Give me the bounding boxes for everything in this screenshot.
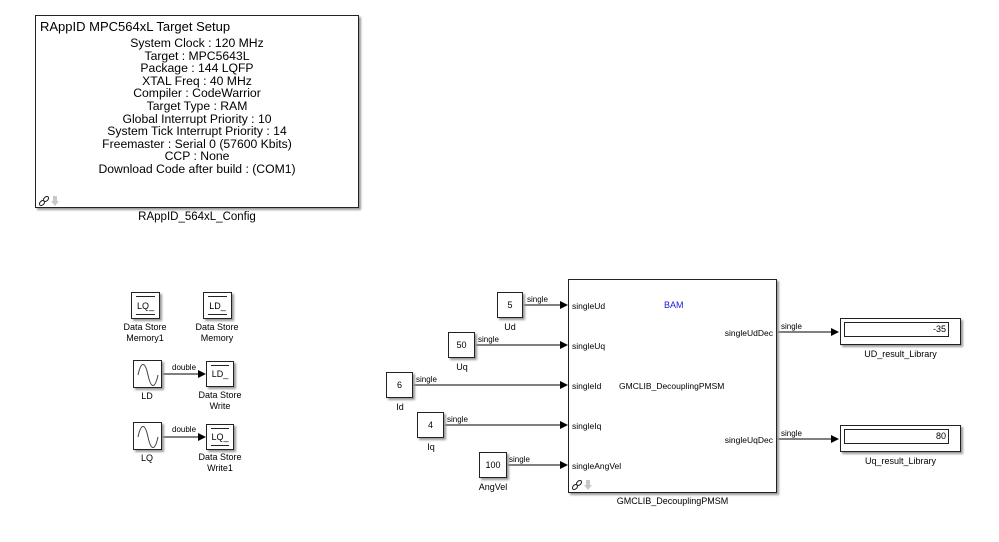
data-store-tag: LQ_ <box>211 432 229 442</box>
display-value: -35 <box>844 322 949 337</box>
input-port-label: singleId <box>572 381 602 391</box>
lq-source-block[interactable] <box>133 422 162 450</box>
label-line: Write <box>209 401 231 411</box>
angvel-signal-label: single <box>509 455 530 464</box>
uq-result-display[interactable]: 80 <box>840 425 961 452</box>
constant-uq-label: Uq <box>456 362 468 372</box>
sine-wave-icon <box>137 426 159 448</box>
config-block[interactable]: RAppID MPC564xL Target Setup System Cloc… <box>35 15 359 208</box>
data-store-tag: LD_ <box>209 300 226 311</box>
constant-uq-block[interactable]: 50 <box>448 332 475 358</box>
data-store-tag: LQ_ <box>136 300 154 311</box>
config-line: System Tick Interrupt Priority : 14 <box>107 124 287 139</box>
config-line: XTAL Freq : 40 MHz <box>142 73 252 88</box>
constant-value: 6 <box>396 380 402 390</box>
sine-wave-icon <box>137 364 159 386</box>
arrow-down-icon <box>51 196 59 206</box>
label-line: Data Store <box>195 322 239 332</box>
input-port-label: singleAngVel <box>572 461 622 471</box>
data-store-memory-block[interactable]: LD_ <box>203 292 232 319</box>
constant-value: 50 <box>456 340 467 350</box>
subsystem-name: GMCLIB_DecouplingPMSM <box>616 496 729 506</box>
label-line: Memory <box>200 333 234 343</box>
output-port-label: singleUdDec <box>724 328 773 338</box>
mask-label: BAM <box>664 300 684 310</box>
iq-signal-label: single <box>447 415 468 424</box>
input-port-label: singleUd <box>572 301 606 311</box>
data-store-memory-label: Data Store Memory <box>187 322 247 344</box>
decoupling-subsystem-block[interactable]: BAM singleUd singleUq singleId singleIq … <box>568 279 777 493</box>
link-icon <box>38 195 59 207</box>
arrow-down-icon <box>584 480 592 490</box>
id-signal-label: single <box>416 375 437 384</box>
constant-iq-label: Iq <box>427 442 435 452</box>
ud-result-label: UD_result_Library <box>864 349 937 359</box>
input-port-label: singleIq <box>572 421 602 431</box>
config-line: CCP : None <box>164 149 230 164</box>
uq-result-label: Uq_result_Library <box>864 456 937 466</box>
input-port-label: singleUq <box>572 341 606 351</box>
constant-iq-block[interactable]: 4 <box>417 412 444 438</box>
constant-angvel-block[interactable]: 100 <box>479 452 507 478</box>
label-line: Memory1 <box>126 333 164 343</box>
config-line: Target : MPC5643L <box>144 48 250 63</box>
constant-id-block[interactable]: 6 <box>386 372 413 398</box>
constant-ud-label: Ud <box>504 322 516 332</box>
config-title: RAppID MPC564xL Target Setup <box>40 19 231 34</box>
constant-id-label: Id <box>396 402 404 412</box>
lq-signal-label: double <box>172 425 197 434</box>
ld-source-block[interactable] <box>133 360 162 388</box>
constant-ud-block[interactable]: 5 <box>497 292 523 318</box>
constant-value: 4 <box>427 420 433 430</box>
config-block-name: RAppID_564xL_Config <box>138 211 256 223</box>
constant-angvel-label: AngVel <box>478 482 508 492</box>
data-store-write-label: Data Store Write <box>190 390 250 412</box>
config-line: Download Code after build : (COM1) <box>98 161 296 176</box>
config-line: Compiler : CodeWarrior <box>133 86 261 101</box>
ld-source-label: LD <box>141 391 153 401</box>
data-store-memory1-block[interactable]: LQ_ <box>131 292 160 319</box>
config-line: Global Interrupt Priority : 10 <box>122 111 272 126</box>
output-port-label: singleUqDec <box>724 435 773 445</box>
data-store-write1-block[interactable]: LQ_ <box>206 424 234 450</box>
uq-signal-label: single <box>478 335 499 344</box>
data-store-write-block[interactable]: LD_ <box>206 361 234 387</box>
constant-value: 5 <box>507 300 513 310</box>
label-line: Data Store <box>123 322 167 332</box>
link-icon <box>571 479 592 491</box>
config-line: Target Type : RAM <box>146 98 248 113</box>
subsystem-center-text: GMCLIB_DecouplingPMSM <box>619 381 725 391</box>
data-store-memory1-label: Data Store Memory1 <box>115 322 175 344</box>
config-lines: System Clock : 120 MHz Target : MPC5643L… <box>36 37 358 176</box>
config-line: System Clock : 120 MHz <box>130 36 264 50</box>
config-line: Freemaster : Serial 0 (57600 Kbits) <box>102 136 292 151</box>
uddec-signal-label: single <box>781 322 802 331</box>
lq-source-label: LQ <box>140 453 153 463</box>
uqdec-signal-label: single <box>781 429 802 438</box>
label-line: Write1 <box>207 463 233 473</box>
config-line: Package : 144 LQFP <box>140 61 254 76</box>
ld-signal-label: double <box>172 363 197 372</box>
label-line: Data Store <box>198 390 242 400</box>
data-store-tag: LD_ <box>211 369 229 379</box>
label-line: Data Store <box>198 452 242 462</box>
data-store-write1-label: Data Store Write1 <box>190 452 250 474</box>
ud-signal-label: single <box>527 295 548 304</box>
display-value: 80 <box>844 429 949 444</box>
ud-result-display[interactable]: -35 <box>840 318 961 345</box>
constant-value: 100 <box>485 460 501 470</box>
